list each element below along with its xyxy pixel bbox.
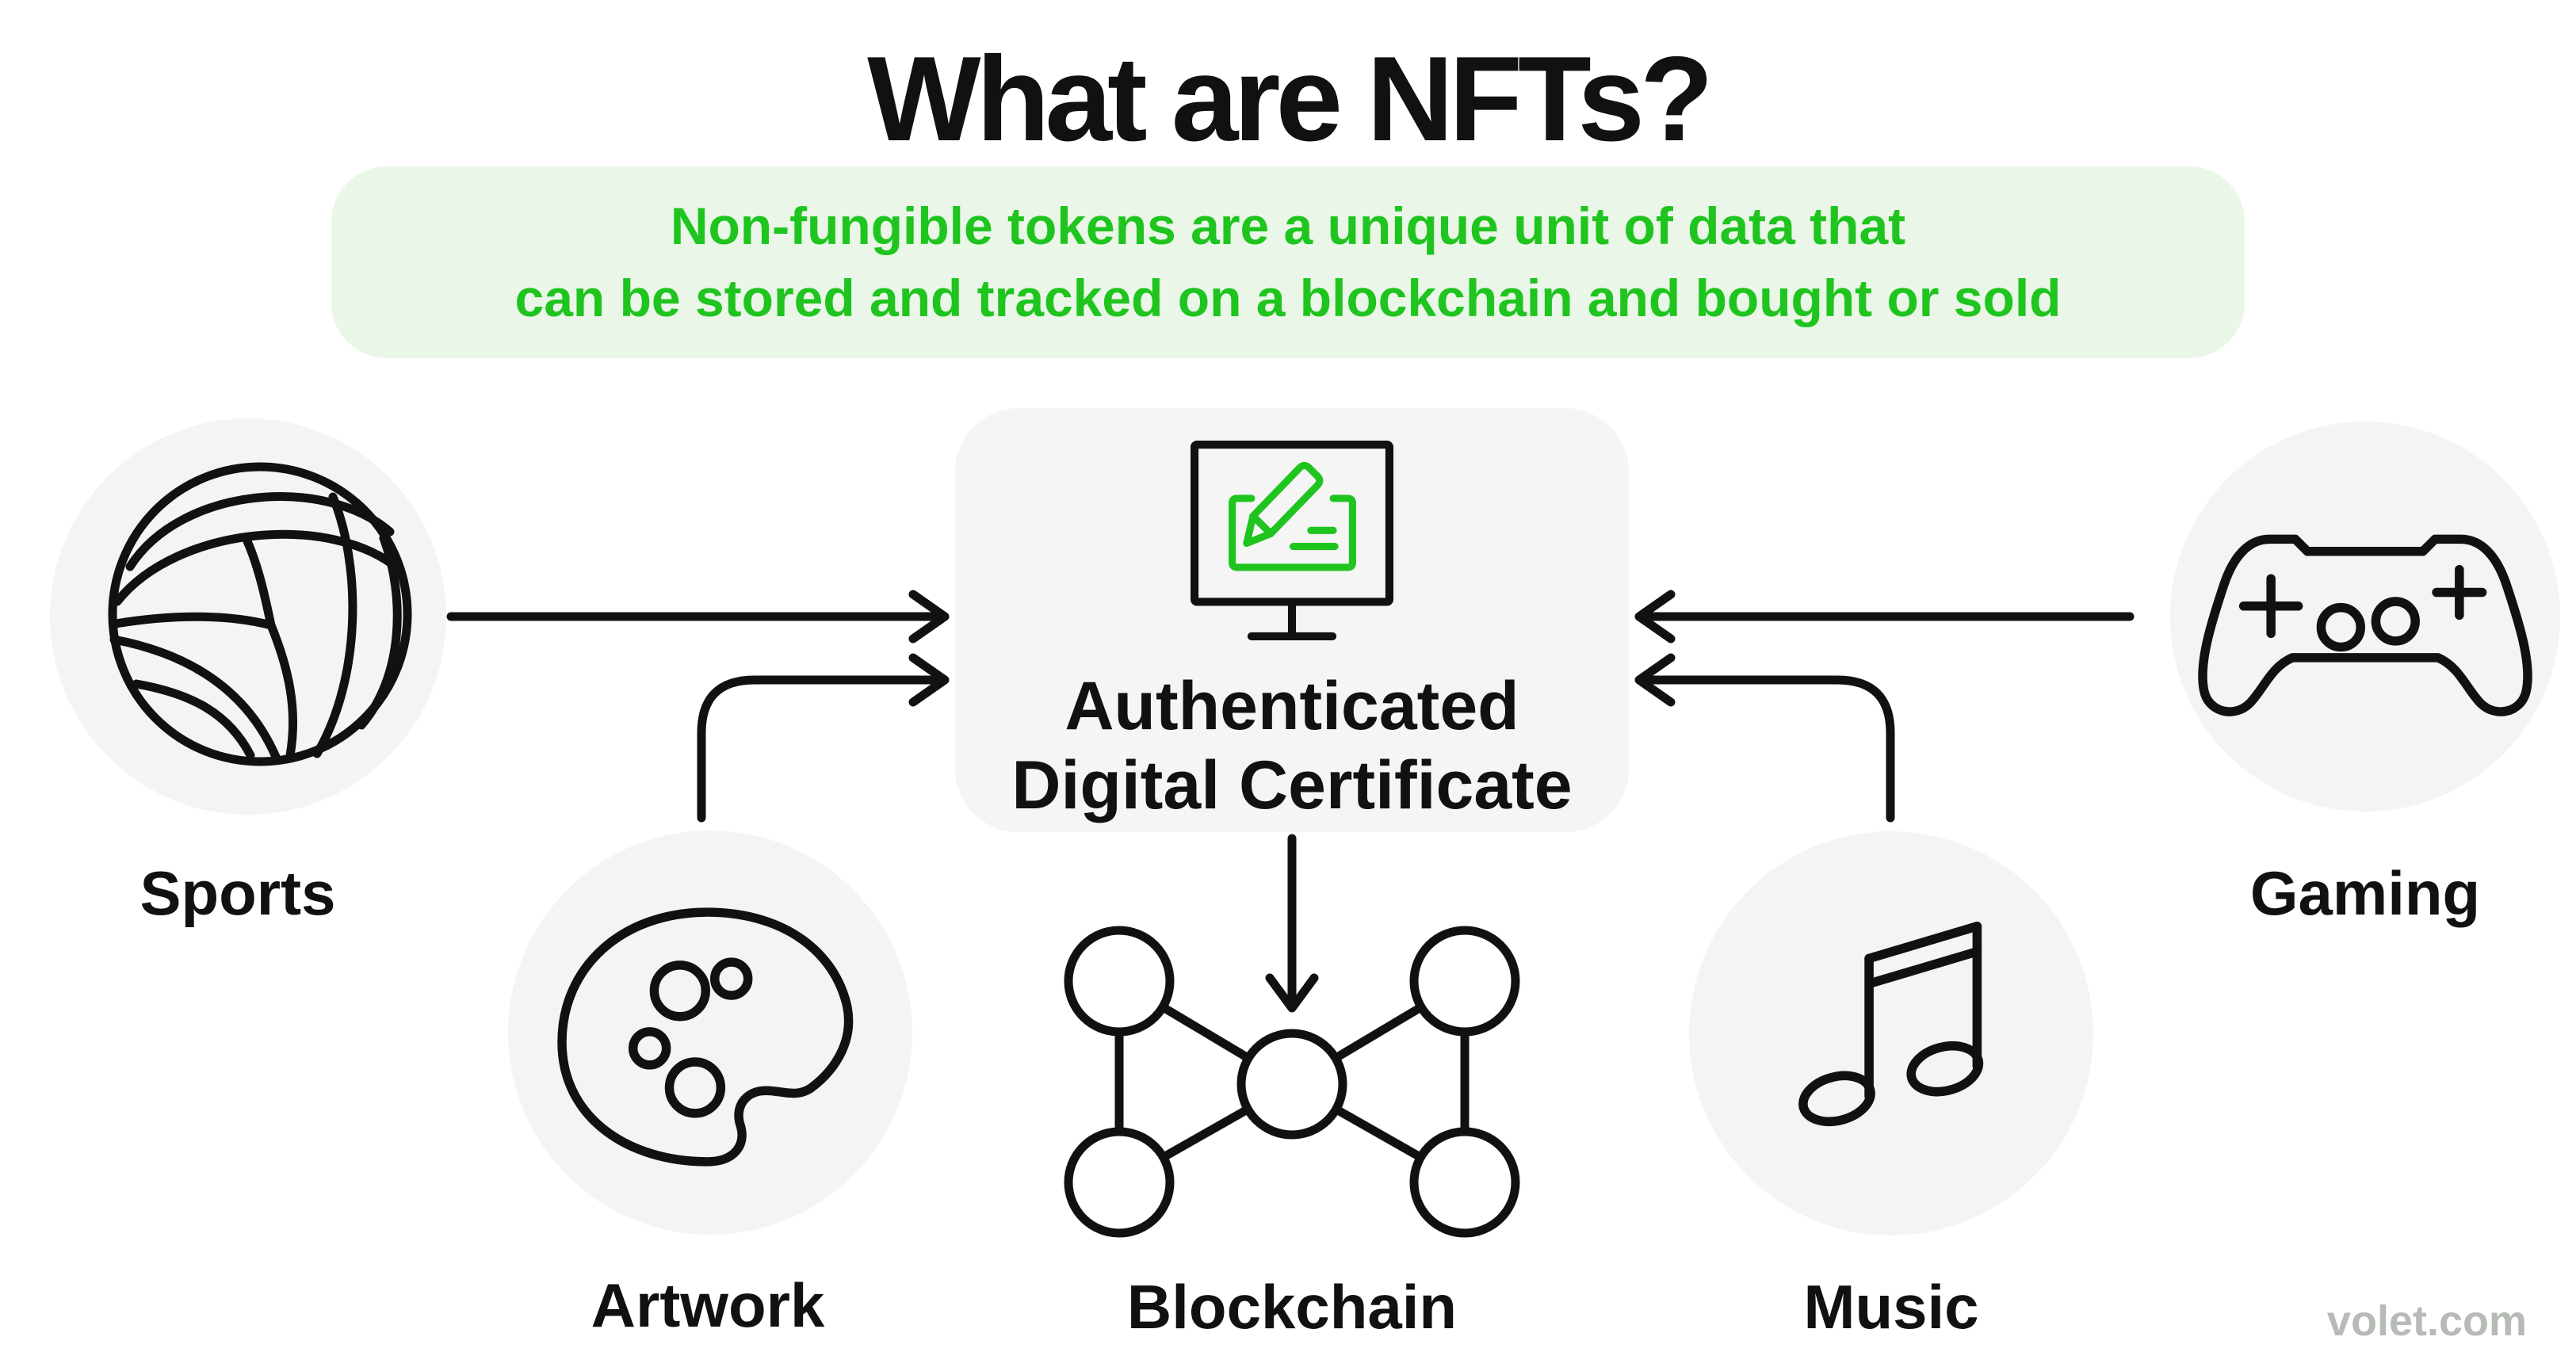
artwork-label: Artwork: [590, 1270, 825, 1340]
volleyball-icon: [108, 462, 412, 766]
music-label: Music: [1803, 1272, 1979, 1342]
certificate-monitor-icon: [1191, 441, 1393, 640]
game-controller-icon: [2198, 534, 2532, 716]
certificate-label-line-2: Digital Certificate: [1011, 747, 1573, 823]
music-note-icon: [1798, 922, 1984, 1127]
arrow-artwork-to-certificate: [697, 653, 950, 823]
arrow-certificate-to-blockchain: [1265, 834, 1319, 1013]
watermark: volet.com: [2326, 1297, 2527, 1345]
music-circle: [1689, 831, 2093, 1235]
subtitle-line-1: Non-fungible tokens are a unique unit of…: [670, 196, 1906, 255]
page-title: What are NFTs?: [867, 32, 1714, 166]
subtitle-line-2: can be stored and tracked on a blockchai…: [514, 269, 2062, 327]
certificate-label-line-1: Authenticated: [1064, 668, 1519, 744]
arrow-gaming-to-certificate: [1634, 590, 2135, 643]
paint-palette-icon: [557, 907, 854, 1167]
certificate-label: Authenticated Digital Certificate: [955, 667, 1629, 826]
sports-label: Sports: [140, 858, 336, 928]
arrow-sports-to-certificate: [446, 590, 950, 643]
gaming-circle: [2170, 422, 2560, 812]
gaming-label: Gaming: [2249, 858, 2481, 928]
subtitle-banner: Non-fungible tokens are a unique unit of…: [331, 166, 2245, 358]
network-nodes-icon: [1064, 926, 1520, 1238]
blockchain-label: Blockchain: [1126, 1272, 1458, 1342]
arrow-music-to-certificate: [1634, 653, 1895, 823]
